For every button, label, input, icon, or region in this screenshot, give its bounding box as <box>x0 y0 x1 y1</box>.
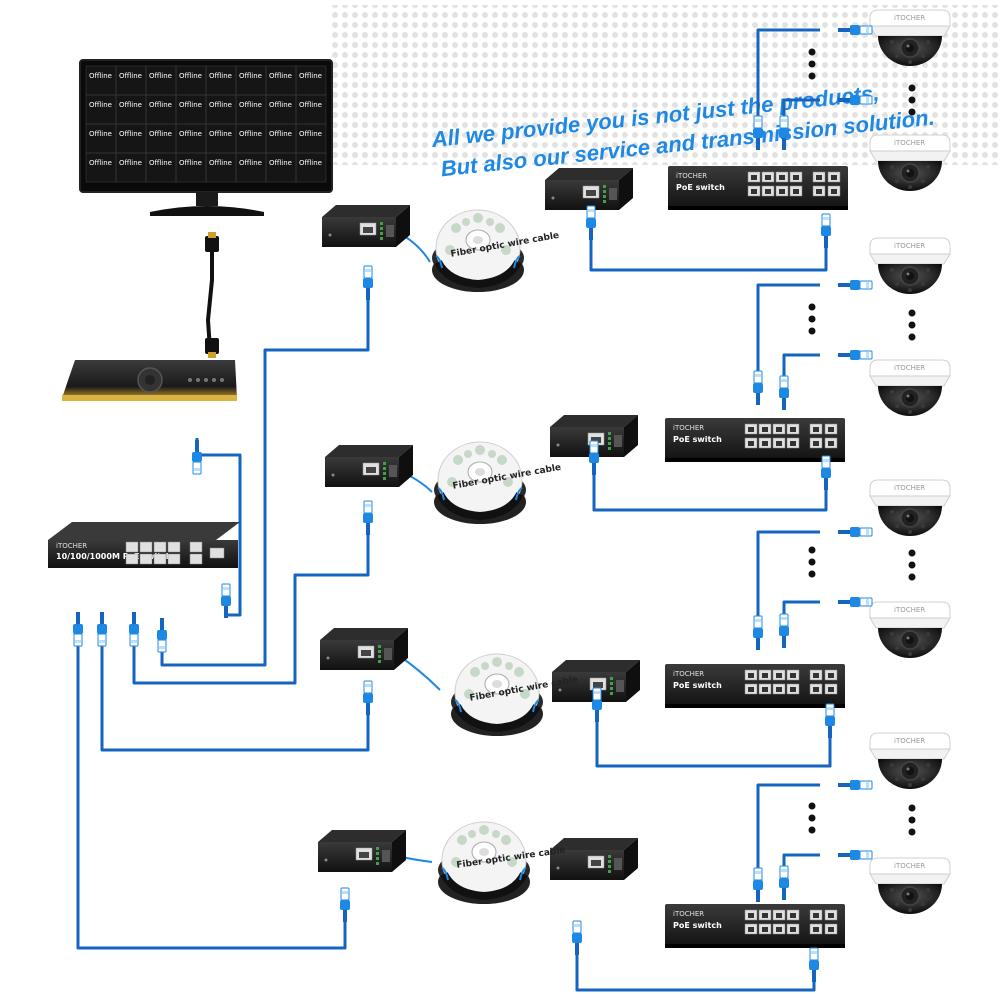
monitor-cell-status: Offline <box>209 159 232 167</box>
monitor-cell-status: Offline <box>149 159 172 167</box>
monitor-cell-status: Offline <box>299 101 322 109</box>
converter-send-1 <box>321 204 411 248</box>
monitor-cell-status: Offline <box>89 130 112 138</box>
poe-switch-4-label: PoE switch <box>673 921 722 930</box>
monitor-cell-status: Offline <box>209 130 232 138</box>
monitor-cell-status: Offline <box>269 159 292 167</box>
camera-7: iTOCHER <box>869 732 951 790</box>
poe-switch-1-label: PoE switch <box>676 183 725 192</box>
camera-8-brand: iTOCHER <box>894 862 925 870</box>
converter-receive-1 <box>544 167 634 211</box>
core-switch-label: 10/100/1000M PoE switch <box>56 552 172 561</box>
converter-send-4 <box>317 829 407 873</box>
monitor-cell-status: Offline <box>299 159 322 167</box>
camera-3-brand: iTOCHER <box>894 242 925 250</box>
camera-5: iTOCHER <box>869 479 951 537</box>
converter-to-poe-switch-2-cable <box>592 470 828 512</box>
poe-switch-1: iTOCHER PoE switch <box>667 165 849 211</box>
converter-receive-4 <box>549 837 639 881</box>
monitor-cell-status: Offline <box>179 101 202 109</box>
converter-to-poe-switch-4-cable <box>575 950 816 992</box>
monitor-cell-status: Offline <box>239 159 262 167</box>
camera-2-brand: iTOCHER <box>894 139 925 147</box>
poe-switch-1-brand: iTOCHER <box>676 172 707 180</box>
poe-1-to-camera-1-cable <box>756 28 820 145</box>
camera-7-brand: iTOCHER <box>894 737 925 745</box>
camera-2: iTOCHER <box>869 134 951 192</box>
poe-3-to-camera-6-cable <box>782 600 820 640</box>
monitor-cell-status: Offline <box>269 101 292 109</box>
core-switch: iTOCHER 10/100/1000M PoE switch <box>48 522 240 568</box>
camera-4: iTOCHER <box>869 359 951 417</box>
monitor-cell-status: Offline <box>119 72 142 80</box>
camera-1: iTOCHER <box>869 9 951 67</box>
monitor-cell-status: Offline <box>149 101 172 109</box>
monitor-cell-status: Offline <box>299 72 322 80</box>
camera-6: iTOCHER <box>869 601 951 659</box>
monitor-cell-status: Offline <box>179 159 202 167</box>
monitor-cell-status: Offline <box>119 130 142 138</box>
poe-switch-2: iTOCHER PoE switch <box>664 417 846 463</box>
monitor-cell-status: Offline <box>179 130 202 138</box>
poe-switch-3-brand: iTOCHER <box>673 670 704 678</box>
poe-switch-3: iTOCHER PoE switch <box>664 663 846 709</box>
camera-5-brand: iTOCHER <box>894 484 925 492</box>
monitor-cell-status: Offline <box>119 101 142 109</box>
monitor-cell-status: Offline <box>119 159 142 167</box>
monitor-cell-status: Offline <box>209 72 232 80</box>
hdmi-plug <box>205 232 219 358</box>
camera-4-brand: iTOCHER <box>894 364 925 372</box>
monitor-cell-status: Offline <box>89 159 112 167</box>
monitor-cell-status: Offline <box>239 130 262 138</box>
monitor-cell-status: Offline <box>89 72 112 80</box>
poe-4-to-camera-8-cable <box>782 853 820 895</box>
poe-switch-4-brand: iTOCHER <box>673 910 704 918</box>
monitor-cell-status: Offline <box>149 72 172 80</box>
poe-3-to-camera-5-cable <box>756 530 820 640</box>
camera-8: iTOCHER <box>869 857 951 915</box>
camera-3: iTOCHER <box>869 237 951 295</box>
nvr-recorder <box>62 360 237 401</box>
core-to-converter-d-cable <box>76 620 347 950</box>
monitor-cell-status: Offline <box>209 101 232 109</box>
monitor-cell-status: Offline <box>89 101 112 109</box>
monitor-cell-status: Offline <box>269 130 292 138</box>
fiber-reel-1: Fiber optic wire cable <box>432 210 560 292</box>
camera-6-brand: iTOCHER <box>894 606 925 614</box>
converter-send-2 <box>324 444 414 488</box>
poe-switch-2-brand: iTOCHER <box>673 424 704 432</box>
poe-2-to-camera-3-cable <box>756 283 820 395</box>
monitor-cell <box>295 152 327 183</box>
poe-switch-4: iTOCHER PoE switch <box>664 903 846 949</box>
core-switch-brand: iTOCHER <box>56 542 87 550</box>
monitor-cell-status: Offline <box>299 130 322 138</box>
converter-to-poe-switch-3-cable <box>595 720 832 768</box>
monitor-cell-status: Offline <box>179 72 202 80</box>
hdmi-cable <box>205 250 214 351</box>
converter-send-3 <box>319 627 409 671</box>
core-to-converter-c-cable <box>100 620 370 752</box>
monitor-cell-status: Offline <box>269 72 292 80</box>
monitor-cell-status: Offline <box>239 72 262 80</box>
poe-2-to-camera-4-cable <box>782 353 820 395</box>
fiber-reel-4: Fiber optic wire cable <box>438 822 566 904</box>
poe-4-to-camera-7-cable <box>756 783 820 895</box>
core-to-converter-b-cable <box>132 535 370 685</box>
camera-1-brand: iTOCHER <box>894 14 925 22</box>
core-to-converter-a-cable <box>160 300 370 667</box>
poe-switch-3-label: PoE switch <box>673 681 722 690</box>
fiber-reel-2: Fiber optic wire cable <box>434 442 562 524</box>
converter-to-poe-switch-1-cable <box>589 235 828 272</box>
monitor-cell-status: Offline <box>149 130 172 138</box>
monitor-cell-status: Offline <box>239 101 262 109</box>
poe-switch-2-label: PoE switch <box>673 435 722 444</box>
